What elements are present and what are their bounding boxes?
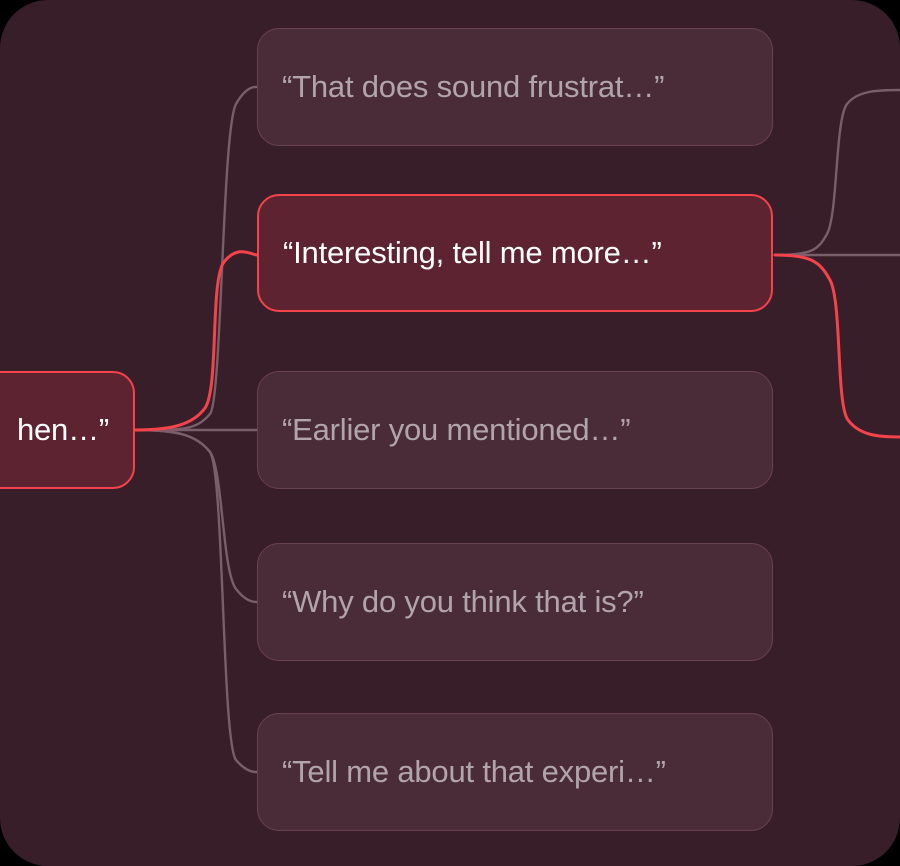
suggestion-card-5-label: “Tell me about that experi…” bbox=[282, 754, 666, 790]
suggestion-card-1-label: “That does sound frustrat…” bbox=[282, 69, 665, 105]
suggestion-card-4[interactable]: “Why do you think that is?” bbox=[257, 543, 773, 661]
suggestion-card-2-label: “Interesting, tell me more…” bbox=[283, 235, 662, 271]
edge-root-to-card-4 bbox=[133, 428, 259, 604]
suggestion-card-5[interactable]: “Tell me about that experi…” bbox=[257, 713, 773, 831]
edge-root-to-card-5 bbox=[133, 428, 259, 774]
suggestion-card-3[interactable]: “Earlier you mentioned…” bbox=[257, 371, 773, 489]
suggestion-card-4-label: “Why do you think that is?” bbox=[282, 584, 644, 620]
suggestion-card-3-label: “Earlier you mentioned…” bbox=[282, 412, 631, 448]
suggestion-card-2-selected[interactable]: “Interesting, tell me more…” bbox=[257, 194, 773, 312]
edge-root-to-card-2-active bbox=[133, 250, 259, 432]
root-node-label: hen…” bbox=[16, 412, 109, 448]
edge-root-to-card-1 bbox=[133, 85, 259, 432]
root-node[interactable]: hen…” bbox=[0, 371, 135, 489]
edge-selected-out-down-active bbox=[773, 253, 900, 439]
edge-selected-out-up bbox=[773, 88, 900, 257]
suggestion-card-1[interactable]: “That does sound frustrat…” bbox=[257, 28, 773, 146]
